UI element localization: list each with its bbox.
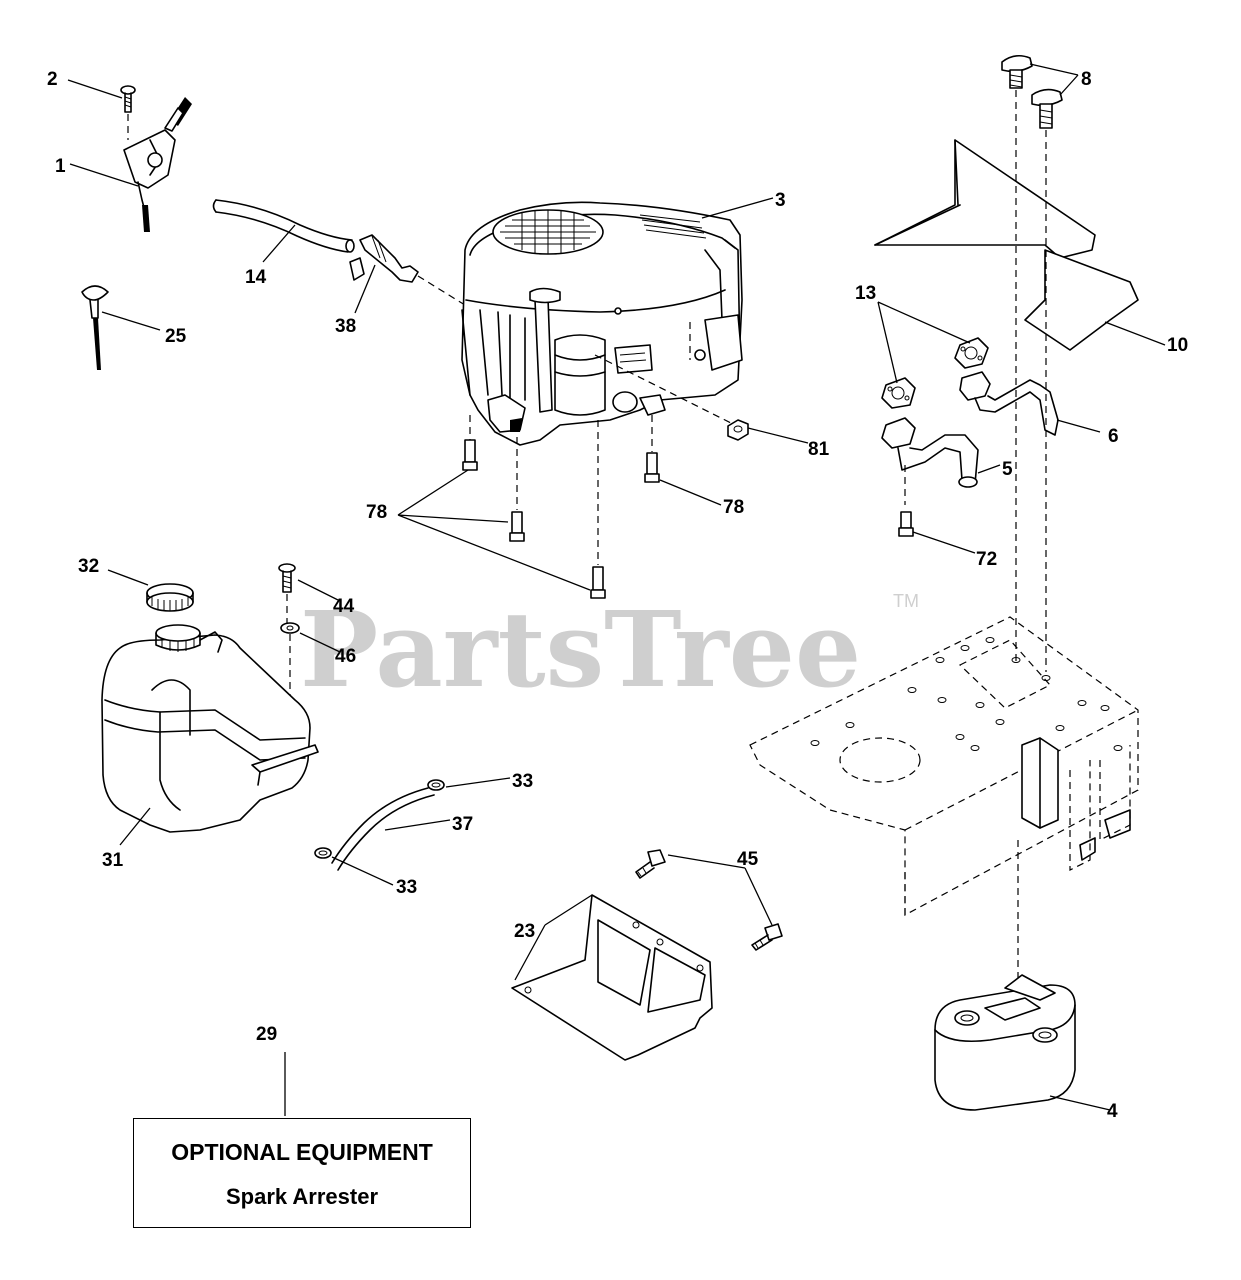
callout-29: 29 xyxy=(256,1024,277,1045)
note-title: OPTIONAL EQUIPMENT xyxy=(171,1139,433,1165)
callout-3: 3 xyxy=(775,190,786,211)
watermark-trademark: TM xyxy=(893,591,919,611)
callout-32: 32 xyxy=(78,556,99,577)
screw-part-2[interactable] xyxy=(120,85,136,140)
washer-part-46[interactable] xyxy=(280,622,300,740)
callout-leaders xyxy=(67,63,1166,1116)
callout-78-left: 78 xyxy=(366,502,387,523)
engine-mounting-plate xyxy=(749,616,1139,990)
callout-81: 81 xyxy=(808,439,830,460)
fuel-cap-part-32[interactable] xyxy=(146,583,194,612)
optional-equipment-box: OPTIONAL EQUIPMENT Spark Arrester xyxy=(133,1118,471,1228)
muffler-part-4[interactable] xyxy=(934,974,1076,1111)
exhaust-pipe-part-5[interactable] xyxy=(881,417,979,505)
shield-plate-part-23[interactable] xyxy=(511,894,713,1061)
hose-clamp-part-33-upper[interactable] xyxy=(427,779,445,791)
callout-33-lower: 33 xyxy=(396,877,417,898)
callout-33-upper: 33 xyxy=(512,771,533,792)
callout-45: 45 xyxy=(737,849,759,870)
callout-46: 46 xyxy=(335,646,356,667)
engine-part-3[interactable] xyxy=(461,201,743,446)
watermark-partstree: PartsTree xyxy=(300,588,861,711)
callout-numbers: 2 1 14 25 38 3 81 8 10 13 6 5 72 78 78 3… xyxy=(47,69,1188,1122)
bolts-part-8[interactable] xyxy=(1001,54,1063,672)
screw-part-44[interactable] xyxy=(278,563,296,625)
callout-10: 10 xyxy=(1167,335,1188,356)
callout-72: 72 xyxy=(976,549,997,570)
callout-8: 8 xyxy=(1081,69,1092,90)
hose-clamp-part-33-lower[interactable] xyxy=(314,847,332,859)
callout-6: 6 xyxy=(1108,426,1119,447)
nut-part-81[interactable] xyxy=(727,419,749,441)
engine-bolts-part-78[interactable] xyxy=(462,415,660,599)
callout-5: 5 xyxy=(1002,459,1013,480)
callout-31: 31 xyxy=(102,850,124,871)
gaskets-part-13[interactable] xyxy=(881,337,989,409)
bolt-part-72[interactable] xyxy=(898,511,914,537)
throttle-control-part-1[interactable] xyxy=(123,97,192,232)
note-subtitle: Spark Arrester xyxy=(225,1184,379,1209)
heat-shield-part-10[interactable] xyxy=(874,139,1139,351)
fuel-hose-part-14[interactable] xyxy=(212,199,355,253)
callout-1: 1 xyxy=(55,156,66,177)
fuel-tank-part-31[interactable] xyxy=(101,624,319,833)
callout-38: 38 xyxy=(335,316,356,337)
exhaust-pipe-part-6[interactable] xyxy=(959,371,1059,436)
fuel-line-part-37[interactable] xyxy=(331,787,435,871)
callout-23: 23 xyxy=(514,921,535,942)
callout-44: 44 xyxy=(333,596,355,617)
callout-2: 2 xyxy=(47,69,58,90)
callout-78-right: 78 xyxy=(723,497,744,518)
callout-37: 37 xyxy=(452,814,473,835)
fuel-filter-part-38[interactable] xyxy=(349,234,466,306)
choke-knob-part-25[interactable] xyxy=(81,285,109,370)
screws-part-45[interactable] xyxy=(635,849,783,951)
callout-14: 14 xyxy=(245,267,267,288)
callout-13: 13 xyxy=(855,283,876,304)
callout-4: 4 xyxy=(1107,1101,1118,1122)
callout-25: 25 xyxy=(165,326,187,347)
